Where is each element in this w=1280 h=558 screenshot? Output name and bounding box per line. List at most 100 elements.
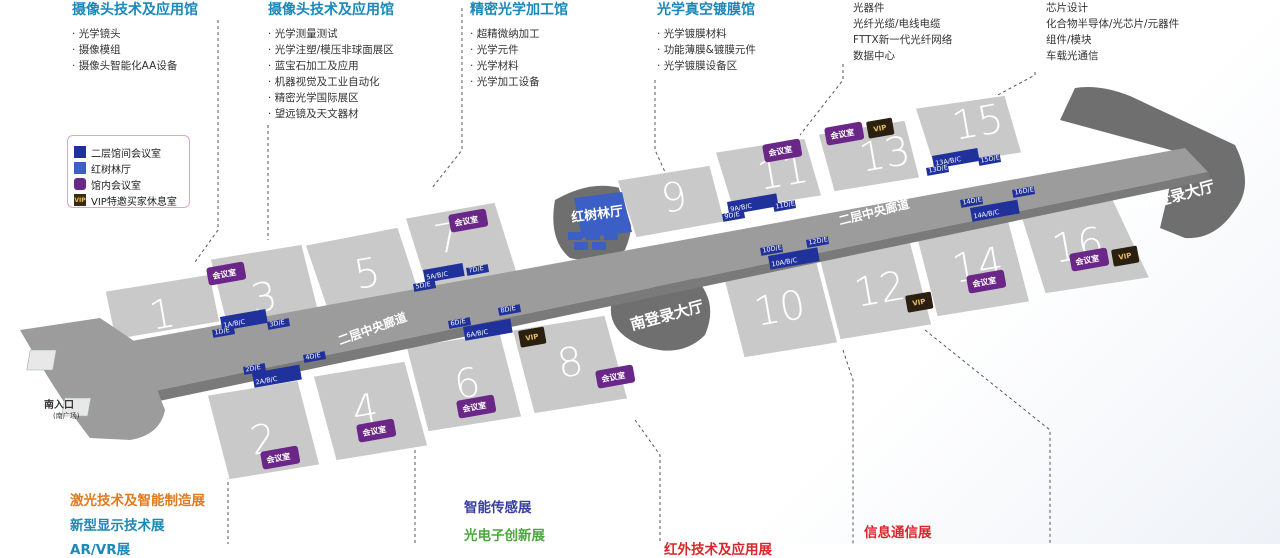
zone-title: 摄像头技术及应用馆	[268, 2, 394, 18]
list-item: 光学加工设备	[470, 74, 568, 90]
meeting-room-16de[interactable]: 16D/E	[1011, 185, 1036, 198]
zone-list: 超精微纳加工 光学元件 光学材料 光学加工设备	[470, 26, 568, 90]
meeting-room-label: 13D/E	[928, 163, 949, 174]
meeting-room-14de[interactable]: 14D/E	[960, 195, 984, 208]
meeting-room-15de[interactable]: 15D/E	[978, 153, 1002, 166]
hall-number-15: 15	[949, 96, 1007, 150]
meeting-room-label: 会议室	[830, 127, 855, 141]
meeting-room-13ab[interactable]: 13A/B/C	[932, 148, 980, 169]
meeting-room-label: 10D/E	[762, 243, 783, 254]
leader-line-1	[194, 20, 219, 263]
meeting-room-1ab[interactable]: 1A/B/C	[220, 309, 268, 331]
legend-item-interhall-room: 二层馆间会议室	[74, 144, 189, 160]
vip-label: VIP	[525, 333, 539, 343]
hall-meeting-room-3[interactable]: 会议室	[206, 261, 247, 286]
zone-optical-comm: 光器件 光纤光缆/电线电缆 FTTX新一代光纤网络 数据中心	[853, 0, 952, 64]
list-item: 光学元件	[470, 42, 568, 58]
hall-meeting-room-8[interactable]: 会议室	[595, 364, 636, 389]
list-item: 光学注塑/模压非球面展区	[268, 42, 394, 58]
zone-title-info-comm: 信息通信展	[864, 525, 932, 541]
hall-meeting-room-11[interactable]: 会议室	[762, 138, 803, 163]
meeting-room-11de[interactable]: 11D/E	[773, 199, 797, 212]
meeting-room-label: 6A/B/C	[466, 328, 489, 340]
hongshulin-hall[interactable]	[568, 192, 632, 250]
meeting-room-6abc[interactable]: 6A/B/C	[463, 318, 513, 341]
hall-meeting-room-7[interactable]: 会议室	[448, 208, 489, 233]
meeting-room-6de[interactable]: 6D/E	[448, 317, 472, 329]
list-item: 光学镀膜材料	[657, 26, 756, 42]
hall-1[interactable]	[104, 273, 221, 341]
list-item: 光学镜头	[72, 26, 198, 42]
leader-line-5	[799, 64, 844, 136]
vip-lounge-6[interactable]: VIP	[518, 326, 547, 348]
meeting-room-5de[interactable]: 5D/E	[413, 280, 437, 292]
list-item: 数据中心	[853, 50, 895, 62]
meeting-room-9de[interactable]: 9D/E	[722, 210, 746, 222]
meeting-room-10abc[interactable]: 10A/B/C	[768, 247, 820, 270]
hall-meeting-room-6[interactable]: 会议室	[456, 394, 497, 419]
hall-meeting-room-14[interactable]: 会议室	[966, 269, 1007, 294]
hall-meeting-room-16[interactable]: 会议室	[1069, 247, 1110, 272]
meeting-room-7de[interactable]: 7D/E	[466, 264, 490, 276]
meeting-room-3de[interactable]: 3D/E	[267, 318, 291, 330]
list-item: 光学材料	[470, 58, 568, 74]
list-item: 化合物半导体/光芯片/元器件	[1046, 18, 1180, 30]
zone-camera-hall-1: 摄像头技术及应用馆 光学镜头 摄像模组 摄像头智能化AA设备	[72, 2, 198, 74]
vip-lounge-16[interactable]: VIP	[1111, 245, 1140, 267]
legend-item-inhall-room: 馆内会议室	[74, 176, 189, 192]
hall-15[interactable]	[914, 94, 1023, 168]
meeting-room-label: 1A/B/C	[223, 318, 246, 330]
entrance-stair-1	[26, 349, 57, 371]
meeting-room-label: 14D/E	[962, 195, 983, 206]
meeting-room-label: 1D/E	[214, 326, 231, 337]
hall-meeting-room-13[interactable]: 会议室	[824, 121, 865, 146]
meeting-room-label: 会议室	[768, 144, 793, 158]
meeting-room-1de[interactable]: 1D/E	[212, 326, 236, 338]
meeting-room-10de[interactable]: 10D/E	[760, 243, 784, 256]
central-corridor	[110, 148, 1208, 395]
meeting-room-2abc[interactable]: 2A/B/C	[251, 364, 302, 388]
zone-title-sensing: 智能传感展	[464, 500, 532, 516]
meeting-room-label: 5D/E	[415, 280, 432, 291]
meeting-room-5ab[interactable]: 5A/B/C	[423, 263, 465, 283]
zone-camera-hall-2: 摄像头技术及应用馆 光学测量测试 光学注塑/模压非球面展区 蓝宝石加工及应用 机…	[268, 2, 394, 122]
vip-label: VIP	[873, 124, 887, 134]
list-item: 组件/模块	[1046, 34, 1092, 46]
entrance-title: 南入口	[44, 400, 74, 411]
list-item: 机器视觉及工业自动化	[268, 74, 394, 90]
meeting-room-label: 5A/B/C	[426, 270, 449, 282]
purple-swatch-icon	[74, 178, 86, 190]
meeting-room-label: 2A/B/C	[255, 375, 278, 387]
corridor-shadow	[135, 172, 1210, 405]
zone-vacuum-coating: 光学真空镀膜馆 光学镀膜材料 功能薄膜&镀膜元件 光学镀膜设备区	[657, 2, 756, 74]
map-legend: 二层馆间会议室 红树林厅 馆内会议室 VIP VIP特邀买家休息室	[67, 135, 190, 208]
hall-meeting-room-4[interactable]: 会议室	[356, 418, 397, 443]
meeting-room-label: 会议室	[454, 214, 479, 228]
meeting-room-label: 9A/B/C	[730, 202, 753, 214]
hall-meeting-room-2[interactable]: 会议室	[260, 445, 301, 470]
vip-lounge-12[interactable]: VIP	[905, 291, 934, 313]
meeting-room-label: 会议室	[1075, 253, 1100, 267]
hall-4[interactable]	[312, 360, 429, 462]
meeting-room-14abc[interactable]: 14A/B/C	[969, 199, 1020, 222]
hall-9[interactable]	[616, 164, 726, 239]
meeting-room-label: 会议室	[972, 275, 997, 289]
list-item: 望远镜及天文器材	[268, 106, 394, 122]
meeting-room-9ab[interactable]: 9A/B/C	[727, 193, 779, 215]
zone-title-optoelectronic: 光电子创新展	[464, 528, 545, 544]
meeting-room-12de[interactable]: 12D/E	[806, 235, 830, 248]
hall-number-10: 10	[751, 282, 809, 336]
meeting-room-8de[interactable]: 8D/E	[498, 304, 522, 316]
meeting-room-label: 7D/E	[468, 264, 485, 275]
meeting-room-label: 会议室	[212, 267, 237, 281]
vip-label: VIP	[1118, 252, 1132, 262]
meeting-room-label: 会议室	[601, 370, 626, 384]
vip-lounge-13[interactable]: VIP	[866, 117, 895, 139]
meeting-room-13de[interactable]: 13D/E	[926, 163, 950, 176]
list-item: 蓝宝石加工及应用	[268, 58, 394, 74]
leader-line-11	[924, 329, 1051, 544]
leader-line-10	[842, 349, 854, 544]
zone-list: 光学测量测试 光学注塑/模压非球面展区 蓝宝石加工及应用 机器视觉及工业自动化 …	[268, 26, 394, 122]
zone-semiconductor: 芯片设计 化合物半导体/光芯片/元器件 组件/模块 车载光通信	[1046, 0, 1179, 64]
meeting-room-4de[interactable]: 4D/E	[303, 351, 327, 363]
